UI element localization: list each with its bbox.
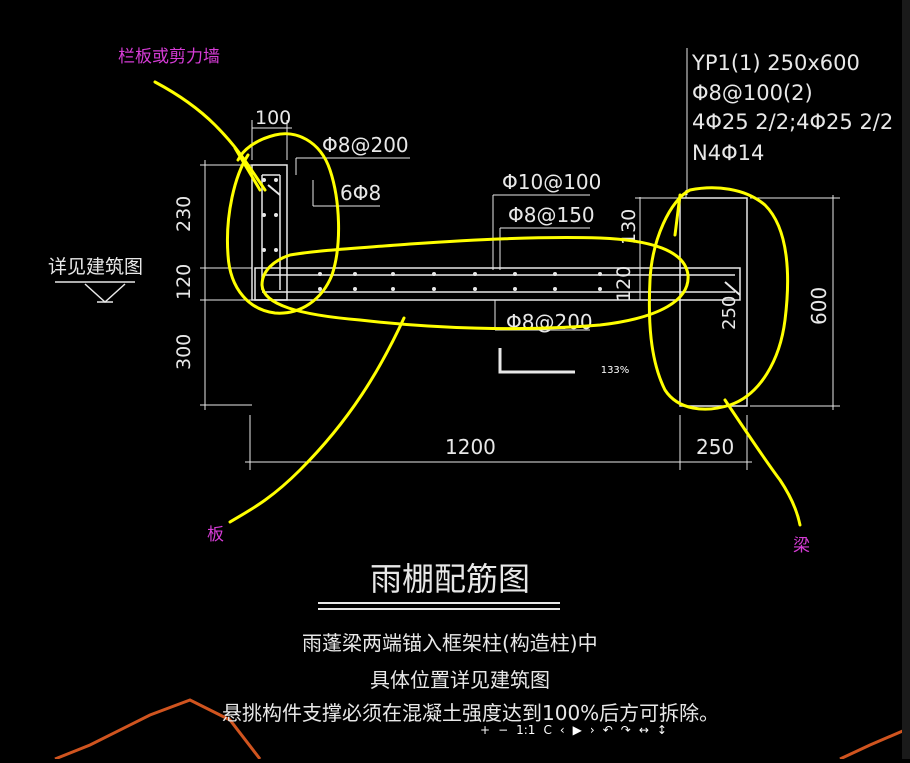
reset-button[interactable]: C xyxy=(543,723,552,737)
dim-250-width: 250 xyxy=(696,435,734,459)
beam-spec-line-3: 4Φ25 2/2;4Φ25 2/2 xyxy=(692,110,893,134)
dim-230: 230 xyxy=(173,196,195,232)
canopy-slab xyxy=(254,267,741,301)
zoom-out-button[interactable]: − xyxy=(498,723,509,737)
yellow-highlight-marks xyxy=(153,80,802,527)
dim-120-slab: 120 xyxy=(613,266,635,302)
zoom-in-button[interactable]: + xyxy=(480,723,491,737)
note-line-2: 具体位置详见建筑图 xyxy=(370,668,550,692)
dim-120: 120 xyxy=(173,264,195,300)
slab-top-rebar-2: Φ8@150 xyxy=(508,203,595,227)
note-line-3: 悬挑构件支撑必须在混凝土强度达到100%后方可拆除。 xyxy=(222,701,719,725)
beam-spec-line-1: YP1(1) 250x600 xyxy=(691,51,860,75)
slab-bottom-rebar: Φ8@200 xyxy=(506,310,593,334)
next-button[interactable]: › xyxy=(589,723,595,737)
annotation-parapet-label: 栏板或剪力墙 xyxy=(118,47,220,67)
dim-130: 130 xyxy=(618,209,640,245)
dim-300: 300 xyxy=(173,334,195,370)
zoom-level-indicator: 133% xyxy=(580,362,650,380)
flip-horizontal-button[interactable]: ↔ xyxy=(638,723,649,737)
previous-button[interactable]: ‹ xyxy=(559,723,565,737)
beam-spec-line-4: N4Φ14 xyxy=(692,141,764,165)
viewer-toolbar: + − 1:1 C ‹ ▶ › ↶ ↷ ↔ ↕ xyxy=(480,720,667,740)
slab-top-rebar-1: Φ10@100 xyxy=(502,170,601,194)
rotate-left-button[interactable]: ↶ xyxy=(602,723,613,737)
dim-100: 100 xyxy=(255,107,291,129)
play-button[interactable]: ▶ xyxy=(572,723,582,737)
annotation-slab-label: 板 xyxy=(207,525,224,545)
flip-vertical-button[interactable]: ↕ xyxy=(656,723,667,737)
annotation-beam-label: 梁 xyxy=(793,536,810,556)
parapet-stirrup-label: Φ8@200 xyxy=(322,133,409,157)
orange-contour-lines xyxy=(54,698,906,761)
dim-1200: 1200 xyxy=(445,435,496,459)
drawing-title: 雨棚配筋图 xyxy=(370,560,530,598)
parapet-bars-label: 6Φ8 xyxy=(340,181,381,205)
side-panel-edge xyxy=(902,0,910,759)
dim-600: 600 xyxy=(807,287,831,325)
rotate-right-button[interactable]: ↷ xyxy=(620,723,631,737)
beam-spec-line-2: Φ8@100(2) xyxy=(692,81,813,105)
note-line-1: 雨蓬梁两端锚入框架柱(构造柱)中 xyxy=(302,631,598,655)
dimension-lines xyxy=(200,120,840,470)
dim-250-beam: 250 xyxy=(719,296,740,330)
leader-lines xyxy=(295,48,688,374)
see-architecture-note: 详见建筑图 xyxy=(48,256,143,278)
actual-size-button[interactable]: 1:1 xyxy=(516,723,536,737)
section-reference-marker xyxy=(55,281,135,304)
